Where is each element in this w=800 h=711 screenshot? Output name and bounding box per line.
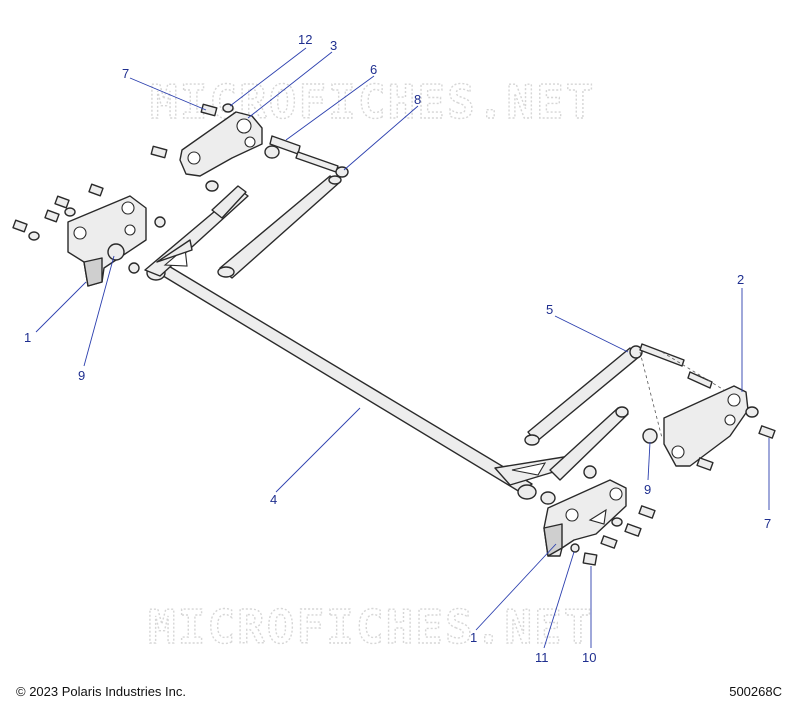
- watermark-bottom: MICROFICHES.NET: [148, 600, 593, 654]
- link-bracket-left: [150, 103, 263, 192]
- callout-9-left: 9: [78, 368, 85, 383]
- callout-1-bottom: 1: [470, 630, 477, 645]
- callout-9-right: 9: [644, 482, 651, 497]
- spacer-and-pin-right: [639, 343, 725, 444]
- callout-8: 8: [414, 92, 421, 107]
- callout-10: 10: [582, 650, 596, 665]
- callout-5: 5: [546, 302, 553, 317]
- callout-11: 11: [535, 650, 549, 665]
- spacer-and-pin-left: [264, 135, 349, 178]
- copyright-text: © 2023 Polaris Industries Inc.: [16, 684, 186, 699]
- callout-12: 12: [298, 32, 312, 47]
- callout-1-left: 1: [24, 330, 31, 345]
- bushing-left: [107, 243, 125, 261]
- callout-6: 6: [370, 62, 377, 77]
- sway-bar-link-right: [524, 345, 643, 481]
- sway-bar-tube: [144, 189, 571, 500]
- leader-lines: [35, 47, 770, 649]
- callout-2: 2: [737, 272, 744, 287]
- mount-bracket-left: [67, 195, 147, 287]
- link-bracket-right: [663, 385, 776, 471]
- callout-4: 4: [270, 492, 277, 507]
- callout-3: 3: [330, 38, 337, 53]
- watermark-top: MICROFICHES.NET: [150, 75, 595, 129]
- bolts-left-group: [12, 183, 166, 274]
- callout-7-right: 7: [764, 516, 771, 531]
- callout-7-top: 7: [122, 66, 129, 81]
- drawing-number: 500268C: [729, 684, 782, 699]
- mount-bracket-right: [540, 465, 656, 566]
- sway-bar-arm-left: [211, 175, 342, 279]
